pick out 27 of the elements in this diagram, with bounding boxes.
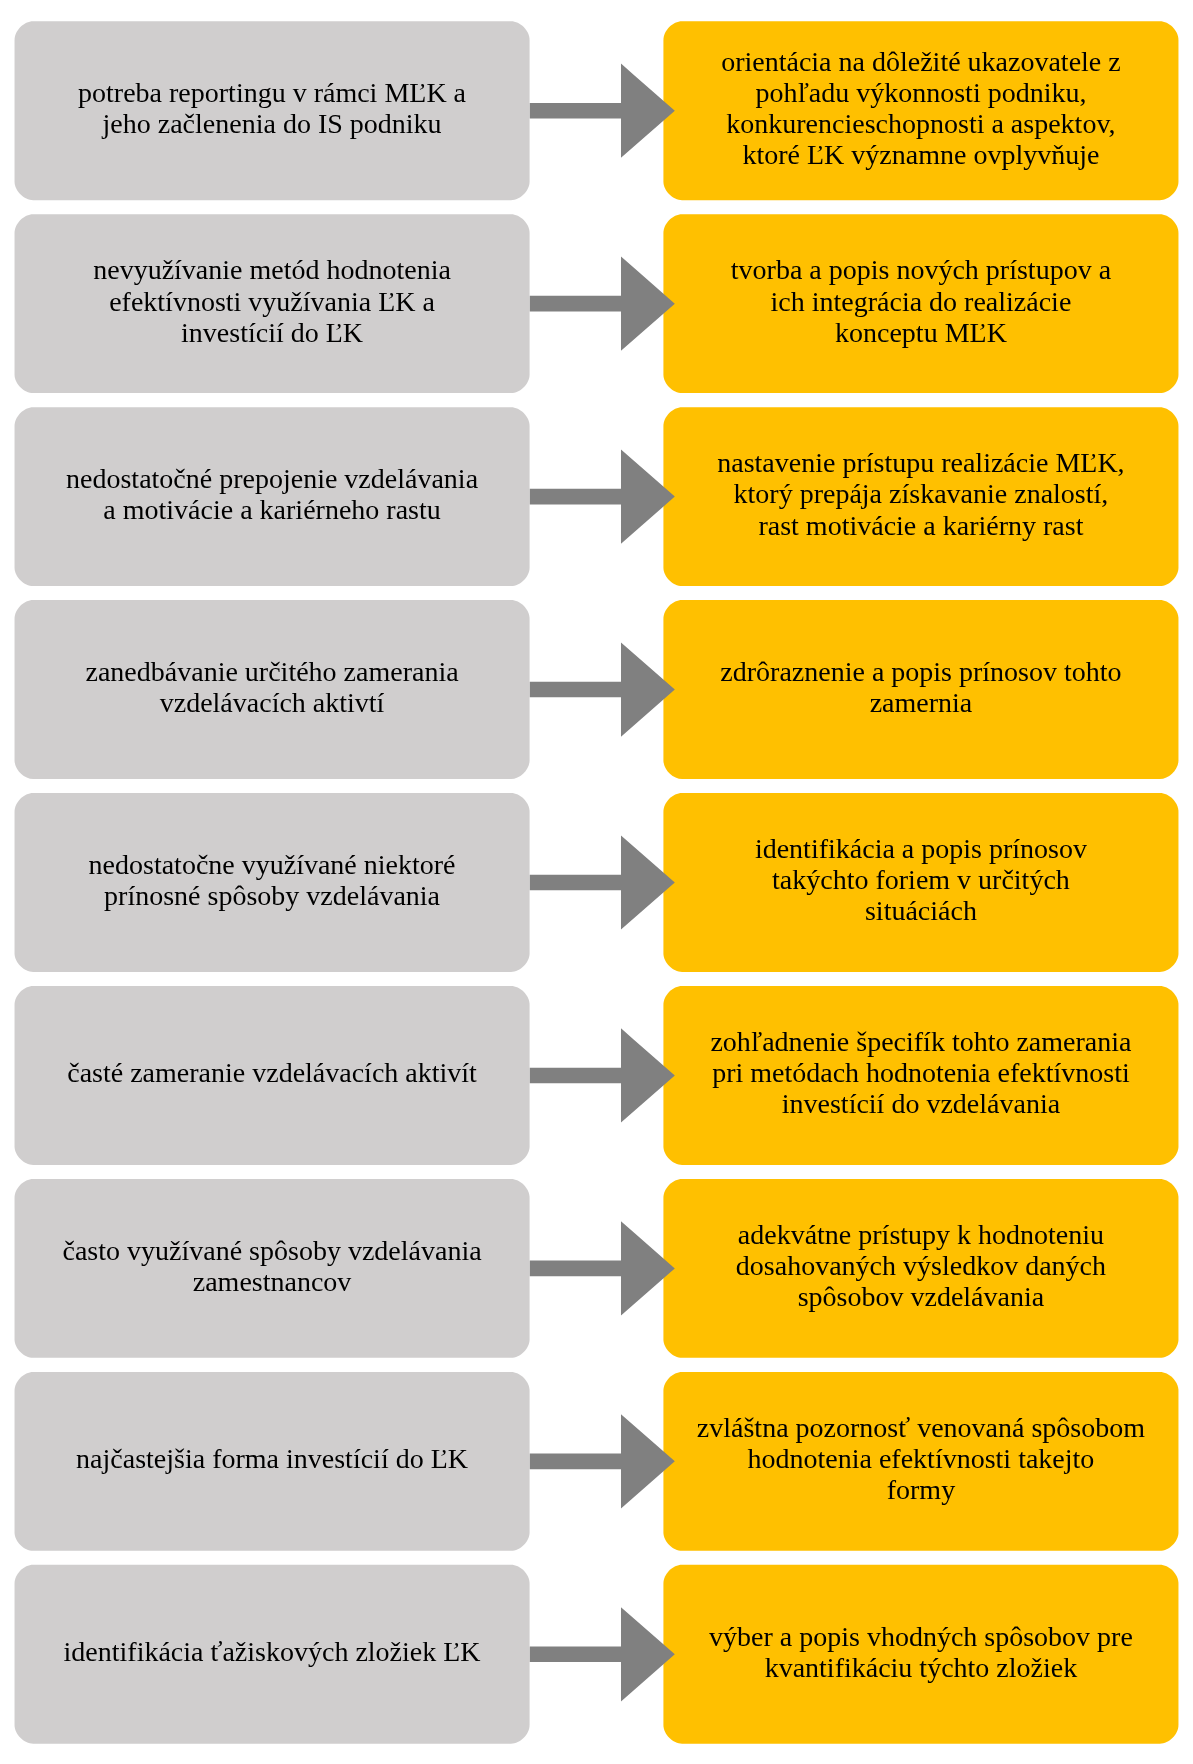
arrow — [529, 641, 675, 737]
node-box: nevyužívanie metód hodnotenia efektívnosti využívania ĽK a investícií do ĽK — [14, 213, 530, 393]
node-box: orientácia na dôležité ukazovatele z pohľadu výkonnosti podniku, konkurencieschopnosti a aspektov, ktoré ĽK významne ovplyvňuje — [663, 20, 1179, 200]
arrow — [529, 1413, 675, 1508]
node-box: nastavenie prístupu realizácie MĽK, ktorý prepája získavanie znalostí, rast motivácie a kariérny rast — [663, 406, 1179, 586]
node-box: často využívané spôsoby vzdelávania zamestnancov — [14, 1178, 530, 1358]
node-box: najčastejšia forma investícií do ĽK — [14, 1371, 530, 1551]
node-box: potreba reportingu v rámci MĽK a jeho začlenenia do IS podniku — [14, 20, 530, 200]
arrow — [529, 1220, 675, 1315]
arrow — [529, 449, 675, 544]
node-box: časté zameranie vzdelávacích aktivít — [14, 985, 530, 1165]
arrow — [529, 256, 675, 351]
arrow — [529, 63, 675, 158]
node-box: tvorba a popis nových prístupov a ich integrácia do realizácie konceptu MĽK — [663, 213, 1179, 393]
node-box: zvláštna pozornosť venovaná spôsobom hodnotenia efektívnosti takejto formy — [663, 1371, 1179, 1551]
node-box: zanedbávanie určitého zamerania vzdelávacích aktivtí — [14, 599, 530, 779]
node-box: zohľadnenie špecifík tohto zamerania pri metódach hodnotenia efektívnosti investícií do vzdelávania — [663, 985, 1179, 1165]
node-box: nedostatočné prepojenie vzdelávania a motivácie a kariérneho rastu — [14, 406, 530, 586]
node-box: zdrôraznenie a popis prínosov tohto zamernia — [663, 599, 1179, 779]
node-box: adekvátne prístupy k hodnoteniu dosahovaných výsledkov daných spôsobov vzdelávania — [663, 1178, 1179, 1358]
arrow — [529, 1027, 675, 1123]
arrow — [529, 1606, 675, 1701]
node-box: identifikácia a popis prínosov takýchto foriem v určitých situáciách — [663, 792, 1179, 972]
node-box: nedostatočne využívané niektoré prínosné spôsoby vzdelávania — [14, 792, 530, 972]
node-box: identifikácia ťažiskových zložiek ĽK — [14, 1564, 530, 1744]
arrow — [529, 834, 675, 930]
node-box: výber a popis vhodných spôsobov pre kvantifikáciu týchto zložiek — [663, 1564, 1179, 1744]
